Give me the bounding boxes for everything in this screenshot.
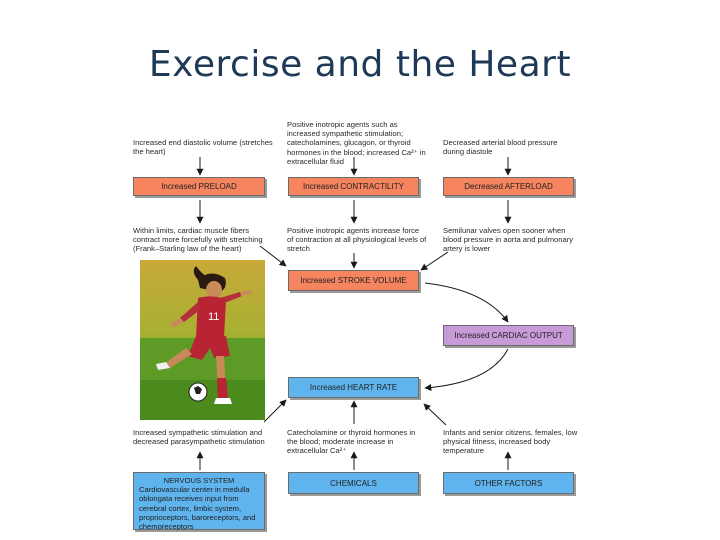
arrow-sv-to-co [425, 283, 508, 322]
heart-rate-box: Increased HEART RATE [288, 377, 419, 398]
preload-box: Increased PRELOAD [133, 177, 265, 196]
nervous-system-body: Cardiovascular center in medulla oblonga… [139, 485, 259, 531]
contractility-cause-note: Positive inotropic agents such as increa… [287, 120, 427, 166]
jersey-number: 11 [208, 311, 219, 323]
chemicals-box: CHEMICALS [288, 472, 419, 494]
nervous-system-box: NERVOUS SYSTEM Cardiovascular center in … [133, 472, 265, 530]
chemicals-effect-note: Catecholamine or thyroid hormones in the… [287, 428, 422, 456]
other-effect-note: Infants and senior citizens, females, lo… [443, 428, 578, 456]
slide-title: Exercise and the Heart [0, 44, 720, 85]
afterload-cause-note: Decreased arterial blood pressure during… [443, 138, 578, 156]
soccer-player-photo: 11 [140, 260, 265, 420]
arrow-nervous-to-hr [264, 400, 286, 422]
afterload-box: Decreased AFTERLOAD [443, 177, 574, 196]
afterload-effect-note: Semilunar valves open sooner when blood … [443, 226, 578, 254]
arrow-hr-to-co [425, 349, 508, 388]
arrow-afterload-to-sv [421, 252, 448, 270]
stroke-volume-box: Increased STROKE VOLUME [288, 270, 419, 291]
other-factors-box: OTHER FACTORS [443, 472, 574, 494]
arrow-other-to-hr [424, 404, 446, 425]
soccer-player-image: 11 [140, 260, 265, 420]
contractility-effect-note: Positive inotropic agents increase force… [287, 226, 427, 254]
preload-cause-note: Increased end diastolic volume (stretche… [133, 138, 273, 156]
preload-effect-note: Within limits, cardiac muscle fibers con… [133, 226, 268, 254]
contractility-box: Increased CONTRACTILITY [288, 177, 419, 196]
nervous-effect-note: Increased sympathetic stimulation and de… [133, 428, 268, 446]
nervous-system-title: NERVOUS SYSTEM [164, 476, 235, 485]
cardiac-output-box: Increased CARDIAC OUTPUT [443, 325, 574, 346]
